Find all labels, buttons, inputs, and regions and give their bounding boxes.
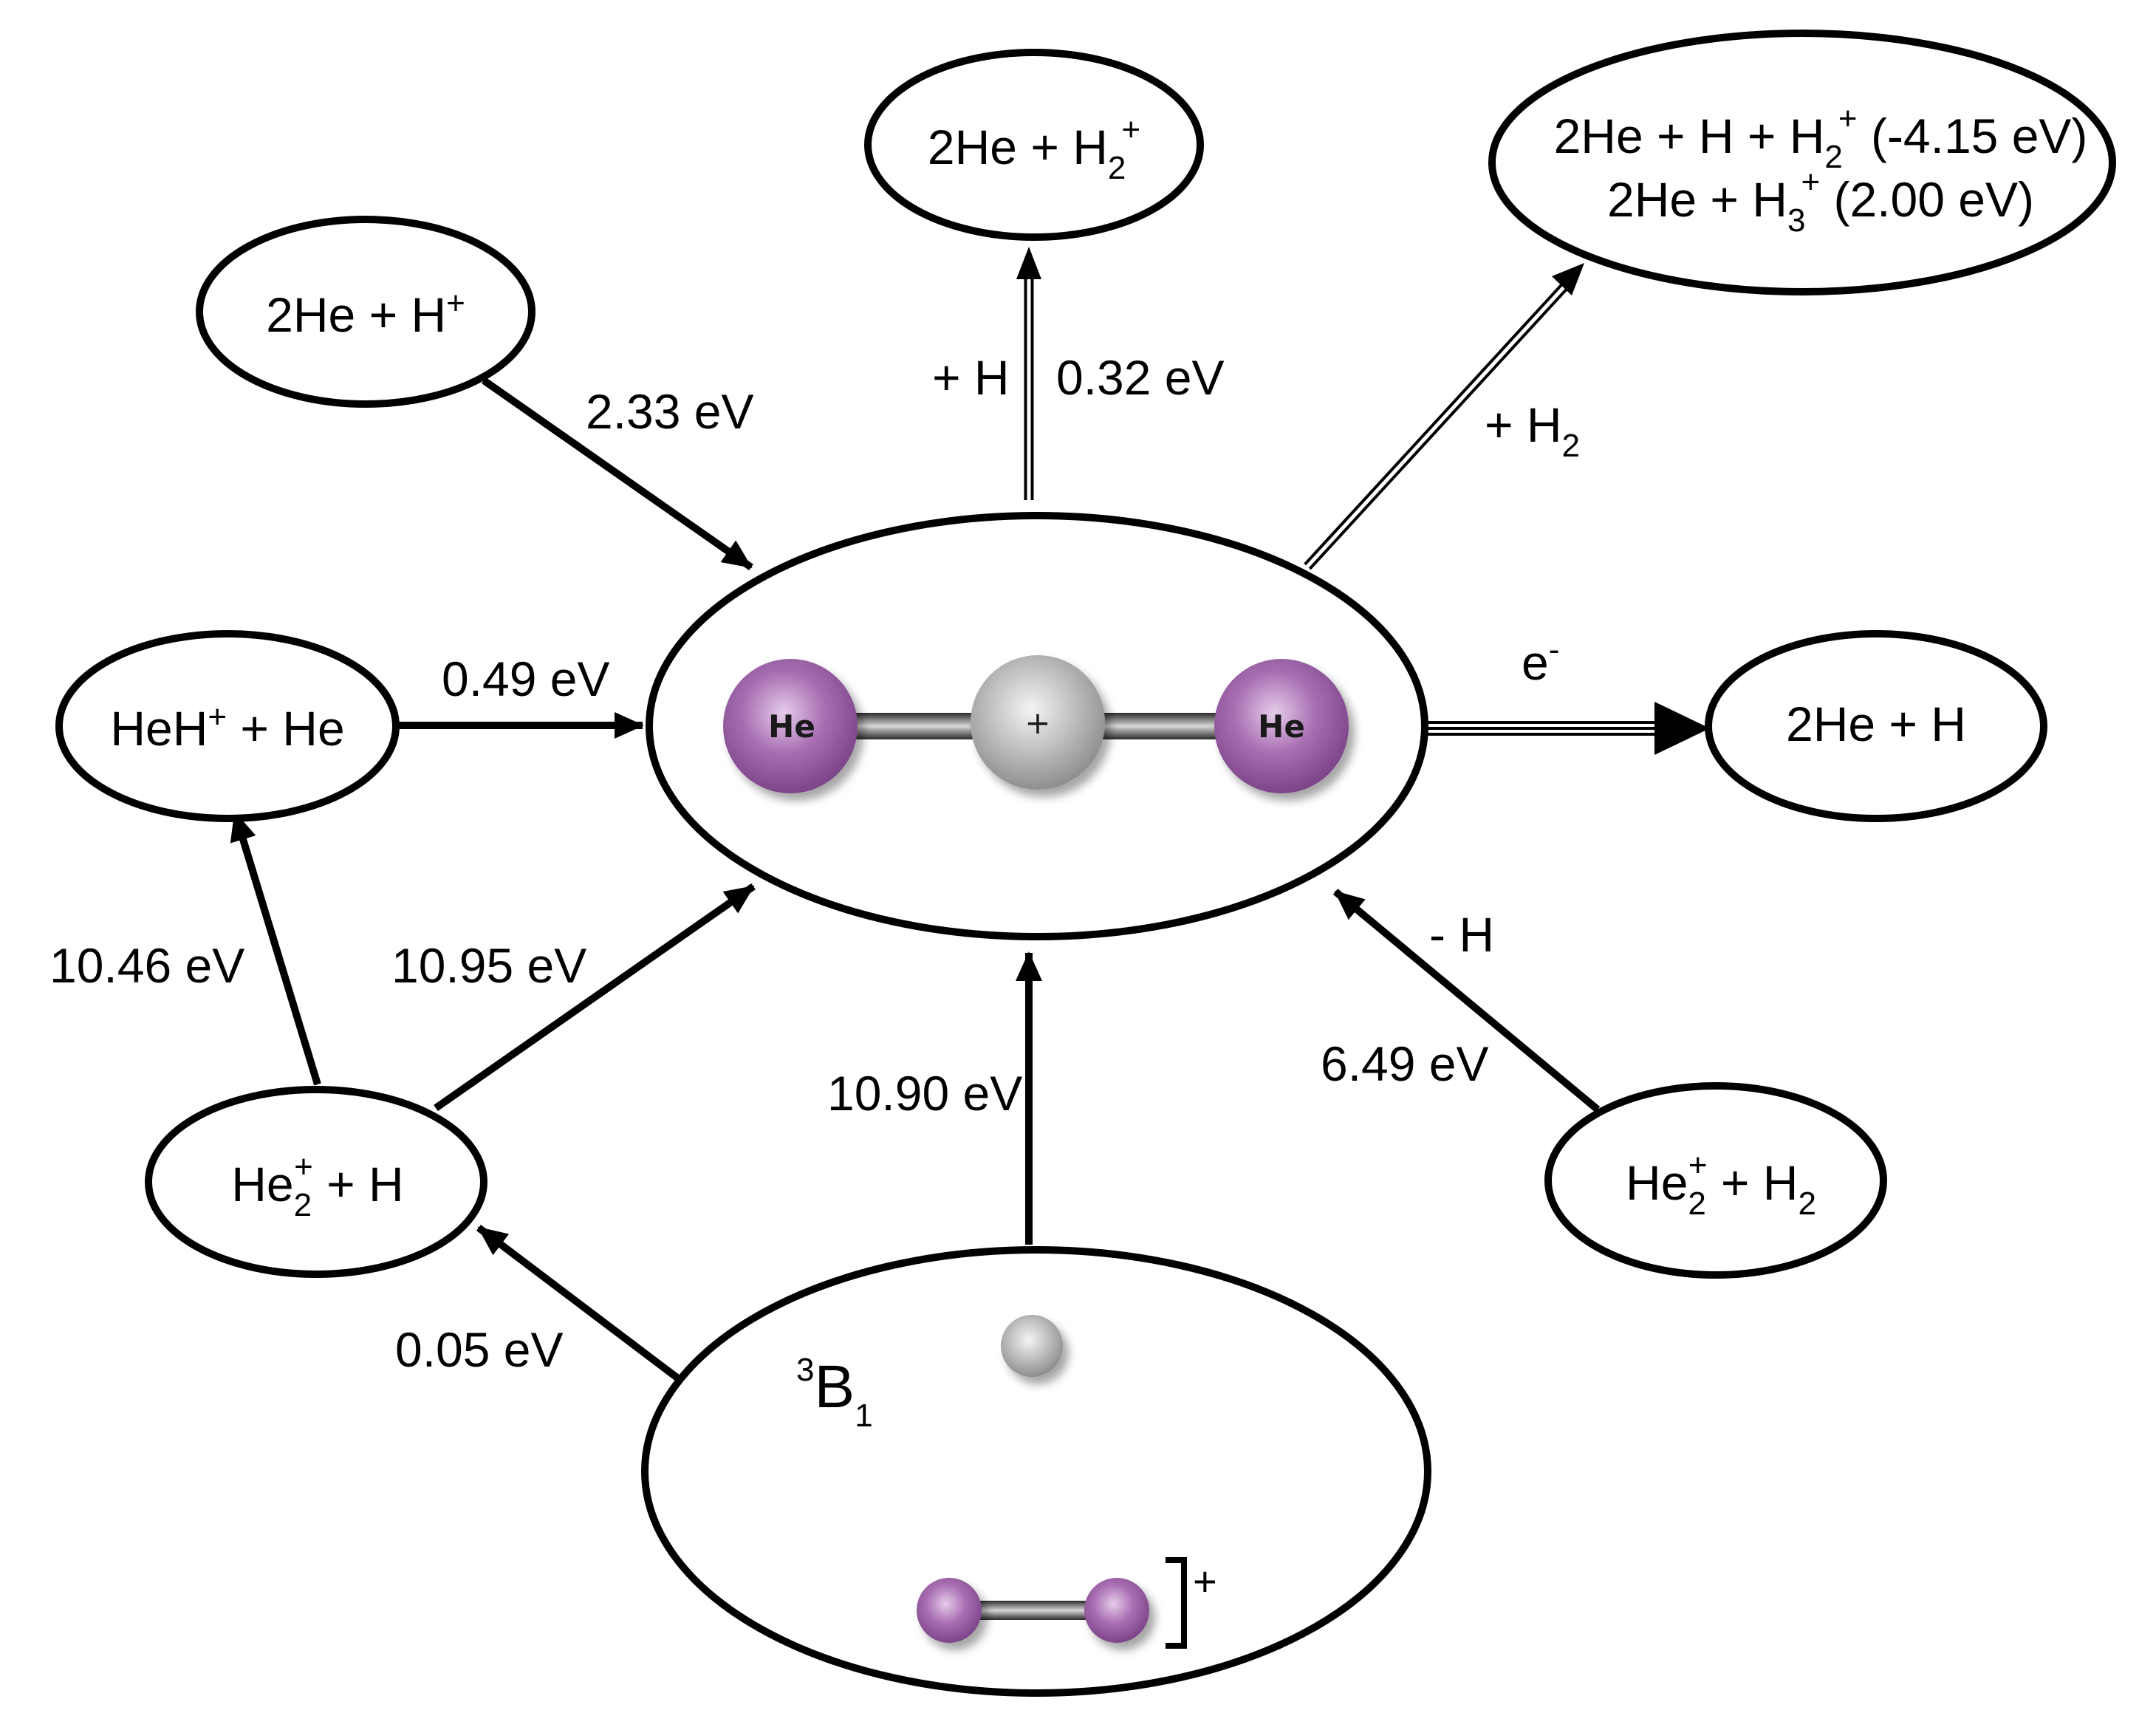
label-minus-h: - H xyxy=(1429,907,1494,962)
term-symbol-3b1: 3B1 xyxy=(796,1352,873,1434)
node-he2plus-h2 xyxy=(1544,1082,1887,1279)
hydrogen-charge-label: + xyxy=(1024,705,1050,741)
label-2-33-ev: 2.33 eV xyxy=(586,384,754,439)
label-0-05-ev: 0.05 eV xyxy=(395,1322,564,1377)
arrow-he2h-to-heh xyxy=(230,811,321,1086)
label-10-46-ev: 10.46 eV xyxy=(49,938,244,993)
label-6-49-ev: 6.49 eV xyxy=(1321,1036,1489,1091)
arrow-center-to-2he-h xyxy=(1426,702,1710,755)
node-2he-hplus xyxy=(196,216,535,408)
center-molecule: He + He xyxy=(723,655,1349,793)
hydrogen-atom-center xyxy=(971,655,1105,790)
label-10-90-ev: 10.90 eV xyxy=(827,1066,1022,1121)
node-heh-he-label: HeH+ + He xyxy=(110,699,344,756)
helium-atom-bottom-right xyxy=(1084,1578,1149,1643)
node-bottom-3b1 xyxy=(641,1246,1431,1697)
node-he2plus-h2-label: He2+ + H2 xyxy=(1626,1147,1816,1222)
bottom-molecule: + xyxy=(917,1315,1217,1649)
node-top-right-line1: 2He + H + H2+ (-4.15 eV) xyxy=(1554,100,2088,175)
label-electron: e- xyxy=(1522,632,1559,690)
helium-label-left: He xyxy=(768,708,815,745)
helium-atom-left xyxy=(723,659,858,793)
label-10-95-ev: 10.95 eV xyxy=(391,938,586,993)
node-top-right xyxy=(1488,30,2116,295)
node-he2plus-h-label: He2+ + H xyxy=(231,1149,403,1223)
bracket-right xyxy=(1166,1557,1187,1649)
label-plus-h2: + H2 xyxy=(1485,397,1580,464)
label-0-32-ev: 0.32 eV xyxy=(1056,350,1225,405)
arrow-2he-h-to-center xyxy=(482,377,753,571)
arrow-he2h-to-center xyxy=(434,883,756,1112)
helium-atom-right xyxy=(1214,659,1349,793)
hydrogen-atom-bottom xyxy=(1001,1315,1063,1377)
arrow-he2h2-to-center xyxy=(1332,889,1601,1112)
arrow-bottom-to-he2h xyxy=(476,1225,681,1381)
node-2he-h2plus xyxy=(864,49,1204,241)
node-2he-h-label: 2He + H xyxy=(1786,697,1966,751)
helium-atom-bottom-left xyxy=(917,1578,982,1643)
label-plus-h: + H xyxy=(932,350,1010,405)
he2-charge-label: + xyxy=(1193,1558,1217,1604)
helium-label-right: He xyxy=(1258,708,1305,745)
node-2he-h2plus-label: 2He + H2+ xyxy=(928,112,1140,186)
label-0-49-ev: 0.49 eV xyxy=(442,652,610,706)
arrow-center-to-top-right xyxy=(1304,263,1584,570)
node-2he-hplus-label: 2He + H+ xyxy=(266,285,465,342)
node-he2plus-h xyxy=(145,1086,487,1278)
node-2he-h xyxy=(1705,630,2047,822)
arrow-center-to-2he-h2plus xyxy=(1016,247,1041,500)
node-top-right-line2: 2He + H3+ (2.00 eV) xyxy=(1607,164,2034,239)
node-heh-he xyxy=(55,630,400,822)
